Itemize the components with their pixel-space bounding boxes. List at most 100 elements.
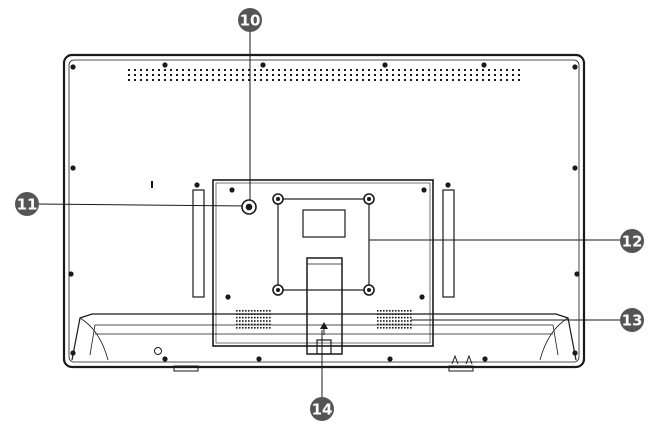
vent-hole: [272, 74, 274, 76]
vent-hole: [380, 316, 382, 319]
vent-hole: [440, 69, 442, 71]
vent-hole: [407, 327, 409, 329]
vent-hole: [404, 313, 406, 315]
vent-hole: [269, 320, 271, 322]
vent-hole: [332, 69, 334, 71]
screw-16: [194, 182, 200, 188]
vent-hole: [251, 320, 253, 322]
vent-hole: [410, 320, 412, 322]
vent-hole: [242, 327, 244, 329]
vent-hole: [245, 320, 247, 322]
vent-hole: [194, 69, 196, 71]
vent-hole: [494, 74, 496, 76]
screw-13: [256, 356, 262, 362]
vent-hole: [386, 69, 388, 71]
screw-12: [162, 356, 168, 362]
vent-hole: [308, 79, 310, 81]
vent-hole: [476, 79, 478, 81]
vent-hole: [392, 79, 394, 81]
vent-hole: [302, 74, 304, 76]
vent-hole: [470, 69, 472, 71]
vent-hole: [470, 79, 472, 81]
vent-hole: [245, 327, 247, 329]
vent-hole: [290, 74, 292, 76]
vent-hole: [344, 74, 346, 76]
vent-hole: [488, 74, 490, 76]
left-foot: [173, 365, 199, 372]
vent-hole: [302, 69, 304, 71]
vent-hole: [422, 74, 424, 76]
vent-hole: [416, 74, 418, 76]
vent-hole: [146, 69, 148, 71]
vent-hole: [224, 69, 226, 71]
vent-hole: [251, 323, 253, 326]
vent-hole: [248, 316, 250, 319]
vent-hole: [140, 79, 142, 81]
left-side-slot: [192, 189, 205, 298]
vent-hole: [206, 69, 208, 71]
vent-hole: [254, 323, 256, 326]
vesa-screw-br-core: [367, 288, 371, 292]
vent-hole: [398, 323, 400, 326]
vent-hole: [170, 74, 172, 76]
vent-hole: [278, 69, 280, 71]
vent-hole: [140, 69, 142, 71]
power-button-center: [245, 203, 253, 211]
screw-2: [70, 165, 76, 171]
vent-hole: [257, 310, 259, 312]
vent-hole: [272, 69, 274, 71]
vent-hole: [356, 69, 358, 71]
vent-hole: [389, 327, 391, 329]
vent-hole: [254, 313, 256, 315]
vent-hole: [380, 79, 382, 81]
vent-hole: [395, 316, 397, 319]
vent-hole: [263, 320, 265, 322]
vent-hole: [260, 327, 262, 329]
vent-hole: [383, 313, 385, 315]
vent-hole: [464, 74, 466, 76]
vent-hole: [404, 79, 406, 81]
vent-hole: [506, 79, 508, 81]
vent-hole: [242, 74, 244, 76]
vent-hole: [248, 323, 250, 326]
screw-1: [572, 64, 578, 70]
callout-11-label: 11: [17, 196, 38, 214]
vent-hole: [269, 313, 271, 315]
vent-hole: [152, 79, 154, 81]
vent-hole: [404, 310, 406, 312]
vent-hole: [392, 316, 394, 319]
vent-hole: [200, 74, 202, 76]
vent-hole: [512, 79, 514, 81]
vent-hole: [389, 316, 391, 319]
vent-hole: [308, 69, 310, 71]
vent-hole: [269, 316, 271, 319]
vent-hole: [401, 320, 403, 322]
left-speaker-grille: [236, 310, 271, 329]
vent-hole: [158, 69, 160, 71]
vent-hole: [248, 320, 250, 322]
vent-hole: [242, 79, 244, 81]
vent-hole: [239, 323, 241, 326]
right-foot: [448, 365, 474, 372]
vent-hole: [266, 313, 268, 315]
vent-hole: [398, 320, 400, 322]
vent-hole: [434, 79, 436, 81]
vent-hole: [239, 316, 241, 319]
vent-hole: [212, 74, 214, 76]
vent-hole: [296, 69, 298, 71]
vent-hole: [236, 327, 238, 329]
vent-hole: [518, 74, 520, 76]
callout-10: 10: [238, 8, 262, 32]
vent-hole: [410, 316, 412, 319]
vent-hole: [458, 79, 460, 81]
vent-hole: [389, 320, 391, 322]
screw-4: [68, 271, 74, 277]
vent-hole: [248, 79, 250, 81]
label-plate: [302, 209, 346, 238]
vent-hole: [206, 79, 208, 81]
screw-11: [481, 62, 487, 68]
vent-hole: [251, 327, 253, 329]
vent-hole: [500, 74, 502, 76]
vent-hole: [368, 74, 370, 76]
vent-hole: [254, 69, 256, 71]
